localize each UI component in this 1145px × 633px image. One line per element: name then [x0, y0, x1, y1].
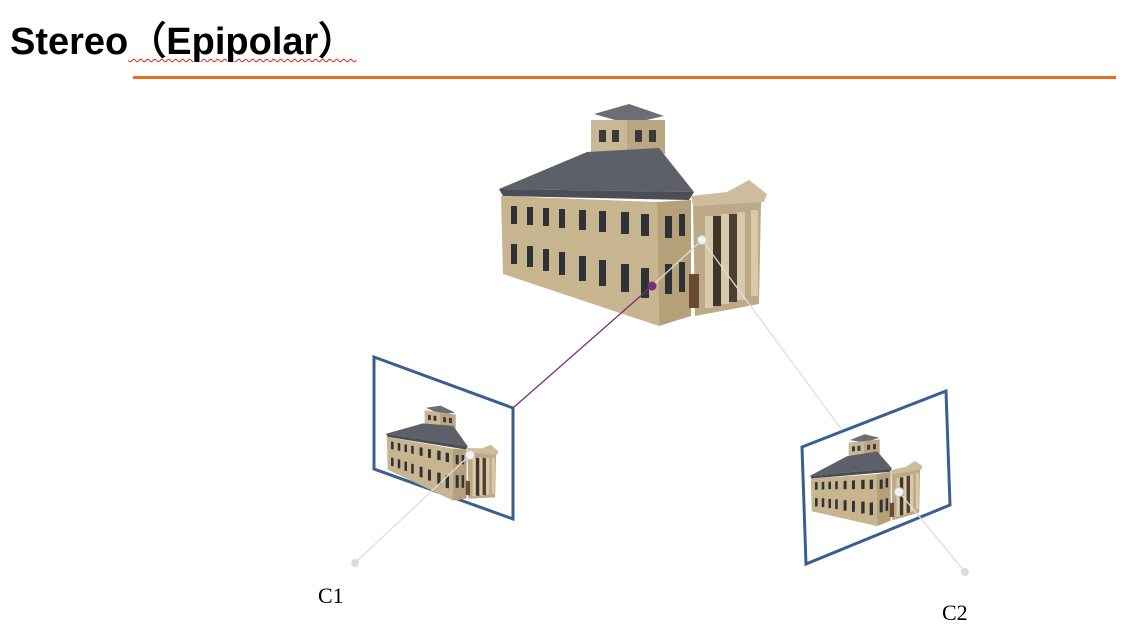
scene-point-white	[697, 235, 707, 245]
scene-point-purple	[647, 281, 657, 291]
ray-c1-to-point	[512, 285, 653, 409]
title-underline-rule	[133, 76, 1116, 79]
image-point-c1	[465, 450, 475, 460]
image-point-c2	[894, 487, 904, 497]
ray-c2-to-point	[701, 239, 843, 431]
building-3d-scene	[499, 104, 767, 326]
ray-c2-projection	[898, 491, 966, 573]
slide-title: Stereo（Epipolar）	[10, 10, 356, 65]
camera-label-c1: C1	[318, 583, 344, 608]
camera-center-c1	[351, 559, 359, 567]
ray-c1-point-to-portico	[651, 239, 703, 287]
title-epipolar: （Epipolar）	[128, 21, 357, 63]
camera-center-c2	[961, 568, 969, 576]
title-main: Stereo	[10, 21, 129, 63]
ray-c1-projection	[354, 454, 471, 564]
camera-label-c2: C2	[942, 600, 968, 625]
